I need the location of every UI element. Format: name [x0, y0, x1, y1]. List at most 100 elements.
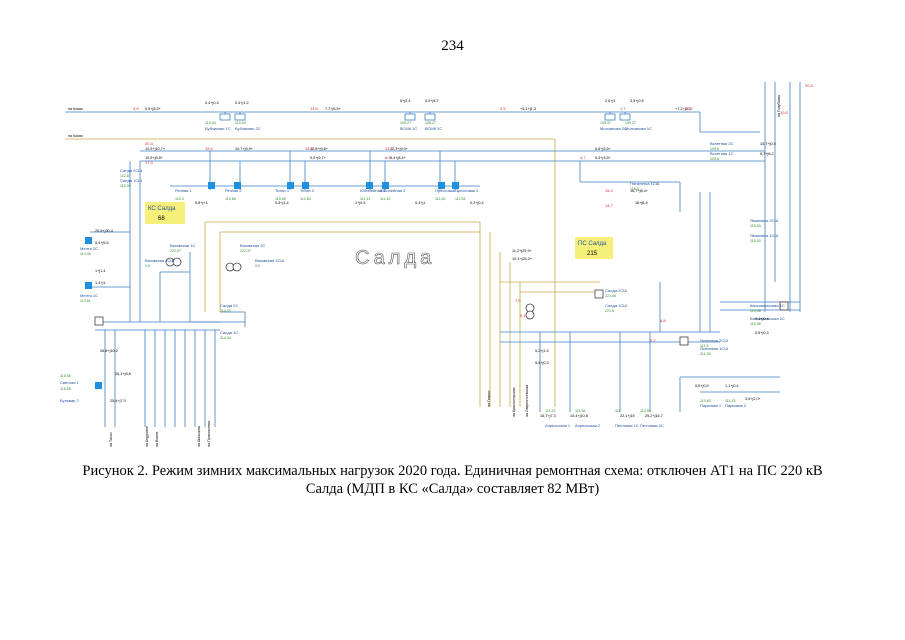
- hv-lines: [204, 221, 600, 407]
- flow-value: 5,3+j3,5+: [595, 156, 612, 160]
- power-flow-diagram: КС Салда 68 ПС Салда 215 Салда Бубчиково…: [60, 72, 820, 452]
- loss-value: 14,7: [605, 203, 614, 208]
- loss-value: 20,3: [145, 141, 154, 146]
- bus-label-salda2sh: Салда 2СШ: [120, 168, 142, 173]
- bus-label-titan1: Титан 1: [275, 188, 290, 193]
- bus-label-parkovaya1: Парковая 1: [700, 403, 722, 408]
- bus-label-molchanovo1: Молчаново 1С: [625, 126, 652, 131]
- flow-value: 10,5+j6,5+: [145, 156, 164, 160]
- voltage-value: 110,68: [225, 197, 236, 201]
- voltage-value: 112,96: [120, 184, 131, 188]
- loss-value: 17,3: [145, 160, 154, 165]
- voltage-value: 9,5: [145, 264, 150, 268]
- loss-value: 14,9: [310, 106, 319, 111]
- flow-value: 9,5+j5,5+: [145, 107, 162, 111]
- line-end-label: на Голубково: [777, 95, 781, 117]
- bus-label-mosta2: Мелта 2С: [80, 246, 98, 251]
- flow-layer: 9,5+j5,5+7,7+j5,5++5,1+j1,3+7,2+j2,00,4+…: [95, 99, 776, 418]
- ps-salda-box: [575, 237, 613, 259]
- loss-value: 4,7: [580, 155, 586, 160]
- line-end-label: на Кедровое: [145, 426, 149, 447]
- flow-value: 1+j1,4: [95, 269, 105, 273]
- ks-salda-area: [90, 161, 246, 427]
- voltage-value: 109,6: [710, 147, 719, 151]
- bus-label-kansom1: Кансомольская 1С: [750, 303, 785, 308]
- voltage-value: 109,37: [625, 121, 636, 125]
- voltage-value: 109,27: [400, 121, 411, 125]
- flow-value: 25,2+j16,7: [645, 414, 663, 418]
- flow-value: 11,2+j25,9+: [512, 249, 533, 253]
- bus-label-salda2s: Салда 2С: [220, 303, 238, 308]
- voltage-value: 115,3: [630, 187, 639, 191]
- bus-label-yasenevaya1sh: Ясеневая 1СШ: [700, 346, 728, 351]
- ks-salda-box: [145, 202, 185, 224]
- flow-value: 12,3+j9,0+: [390, 147, 409, 151]
- bus-label-vsmpo1: ВСМК 1С: [400, 126, 417, 131]
- voltage-value: 111,52: [435, 197, 445, 201]
- bus-label-svetlaya: Светлая 1: [60, 380, 80, 385]
- loss-value: 0,5: [133, 106, 139, 111]
- line-end-label: на Прокопьевск: [207, 420, 211, 447]
- flow-value: 1+j0,5: [355, 201, 365, 205]
- voltage-value: 222,37: [240, 249, 251, 253]
- loss-value: 15,4: [605, 188, 614, 193]
- bus-label-salda1sh_b: Салда 1СШ: [605, 303, 627, 308]
- line-end-label: на Красногорская: [512, 387, 516, 417]
- voltage-value: 115,03: [750, 239, 761, 243]
- flow-value: 0,4+j0,4: [755, 317, 769, 321]
- voltage-value: 114,33: [220, 309, 231, 313]
- ks-salda-value: 68: [158, 216, 165, 222]
- bus-label-rechnaya1: Речная 1: [175, 188, 192, 193]
- voltage-value: 221,5: [605, 309, 614, 313]
- flow-value: 5,4+j0,3: [535, 361, 549, 365]
- bus-boxes: [94, 289, 789, 346]
- voltage-value: 110,85: [275, 197, 286, 201]
- bus-label-ogn1: Ямалевск 1СШ: [750, 233, 778, 238]
- figure-caption: Рисунок 2. Режим зимних максимальных наг…: [55, 462, 850, 498]
- top-transformers: [219, 113, 631, 121]
- flow-value: 3,5+j2,0+: [745, 397, 762, 401]
- voltage-value: 111,15: [725, 399, 735, 403]
- line-end-label: на Гипрос: [487, 390, 491, 407]
- flow-value: 20,5+j30,4: [95, 229, 113, 233]
- flow-value: 10,5+j10,7+: [145, 147, 166, 151]
- voltage-value: 111,35: [575, 409, 585, 413]
- flow-value: 5,4+j5,6: [95, 241, 109, 245]
- voltage-value: 110,94: [640, 409, 651, 413]
- voltage-value: 112,87: [120, 174, 131, 178]
- ps-salda-name: ПС Салда: [578, 241, 607, 247]
- center-label: Салда: [355, 247, 435, 269]
- bus-label-vyazovskaya1s: Вязовская 1С: [170, 243, 195, 248]
- ks-salda-name: КС Салда: [148, 206, 176, 212]
- flow-value: 16+j8,9: [635, 201, 648, 205]
- bus-label-vzlet1: Взлетная 1С: [710, 151, 734, 156]
- flow-value: 2,6+j1: [605, 99, 615, 103]
- voltage-value: 110,4: [175, 197, 184, 201]
- flow-value: 15,7+j7,3: [540, 414, 556, 418]
- bus-label-vyazovskaya1sh: Вязовская 1СШ: [145, 258, 174, 263]
- voltage-value: 111,39: [700, 352, 710, 356]
- voltage-value: 115,63: [750, 224, 761, 228]
- flow-value: 12,8+j9,8+: [310, 147, 329, 151]
- voltage-value: 222,57: [170, 249, 181, 253]
- flow-value: 5+j2,4: [400, 99, 410, 103]
- voltage-value: 111,54: [455, 197, 465, 201]
- flow-value: 7,7+j5,5+: [325, 107, 342, 111]
- voltage-value: 111: [615, 409, 620, 413]
- flow-value: 26,1+j9,8: [115, 372, 131, 376]
- diagram-svg: КС Салда 68 ПС Салда 215 Салда Бубчиково…: [60, 82, 814, 447]
- bus-label-yubileynaya1: Юбилейная 1: [360, 188, 386, 193]
- voltage-value: 110,83: [300, 197, 311, 201]
- loss-value: 2,5: [500, 106, 506, 111]
- loss-value: 1,7: [620, 106, 626, 111]
- bus-label-parkovaya2: Парковая 2: [725, 403, 747, 408]
- flow-value: +7,2+j2,0: [675, 107, 691, 111]
- bus-label-ogn2: Ямалевск 2СШ: [750, 218, 778, 223]
- voltage-value: 110,04: [205, 121, 216, 125]
- voltage-value: 113,51: [80, 299, 91, 303]
- voltage-value: 109,6: [710, 157, 719, 161]
- flow-value: 15,4+j10,8: [570, 414, 588, 418]
- caption-line-1: Рисунок 2. Режим зимних максимальных наг…: [82, 463, 823, 479]
